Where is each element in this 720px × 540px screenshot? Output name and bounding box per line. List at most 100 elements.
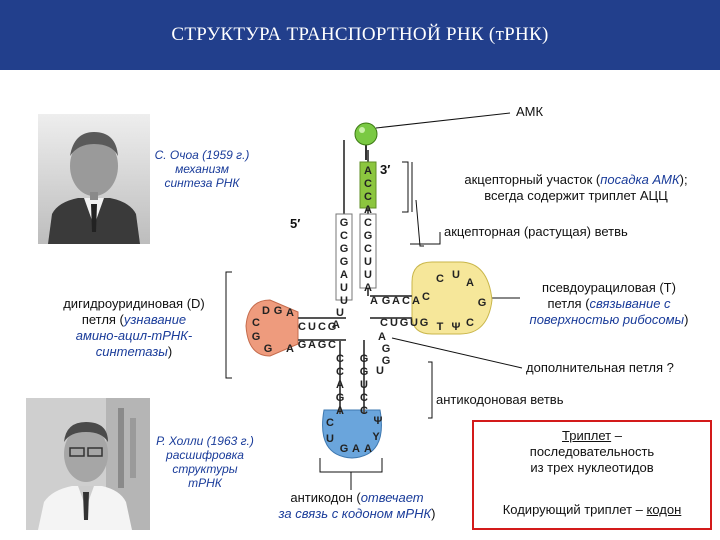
- codon-definition: Кодирующий триплет – кодон: [502, 502, 682, 517]
- nt-ex-3: G: [382, 355, 391, 367]
- nt-tl-7: T: [437, 321, 444, 333]
- nt-acl-5: A: [364, 443, 372, 455]
- ochoa-name: С. Очоа (1959 г.): [154, 148, 250, 162]
- nt-acl-1: C: [326, 417, 334, 429]
- nt-3-2: C: [364, 178, 372, 190]
- holley-name: Р. Холли (1963 г.): [156, 434, 254, 448]
- nt-ac-r-1: G: [360, 353, 369, 365]
- acceptor-site-label: акцепторный участок (посадка АМК); всегд…: [464, 172, 688, 203]
- anticodon-label: антикодон (отвечает за связь с кодоном м…: [278, 490, 436, 521]
- nt-dl-4: C: [252, 317, 260, 329]
- nt-dl-5: G: [252, 331, 261, 343]
- d-loop-label: дигидроуридиновая (D) петля (узнавание а…: [63, 296, 205, 359]
- nt-3-3: C: [364, 191, 372, 203]
- nt-t-top-5: C: [422, 291, 430, 303]
- nt-ac-r-3: U: [360, 379, 368, 391]
- ochoa-role-1: механизм: [175, 162, 229, 176]
- nt-acl-7: Ψ: [374, 415, 383, 427]
- holley-caption: Р. Холли (1963 г.) расшифровка структуры…: [140, 434, 270, 490]
- nt-ex-2: G: [382, 343, 391, 355]
- nt-tl-6: Ψ: [452, 321, 461, 333]
- nt-d-top-2: U: [308, 321, 316, 333]
- holley-role-1: расшифровка: [166, 448, 244, 462]
- nt-t-bot-5: G: [420, 317, 429, 329]
- nt-ex-1: A: [378, 331, 386, 343]
- nt-tl-4: G: [478, 297, 487, 309]
- nt-d-top-4: G: [328, 321, 337, 333]
- nt-ac-r-2: G: [360, 366, 369, 378]
- nt-3-5: C: [364, 217, 372, 229]
- ochoa-role-2: синтеза РНК: [164, 176, 240, 190]
- anticodon-branch-label: антикодоновая ветвь: [436, 392, 564, 407]
- nt-acl-2: U: [326, 433, 334, 445]
- nt-ac-l-5: A: [336, 405, 344, 417]
- nt-t-bot-3: G: [400, 317, 409, 329]
- nt-d-top-3: C: [318, 321, 326, 333]
- end-3prime: 3′: [380, 162, 390, 177]
- nt-tl-2: U: [452, 269, 460, 281]
- nt-ac-l-2: C: [336, 366, 344, 378]
- nt-5-9: A: [332, 319, 340, 331]
- triplet-definition-box: Триплет – последовательность из трех нук…: [472, 420, 712, 530]
- nt-5-3: G: [340, 243, 349, 255]
- holley-role-3: тРНК: [188, 476, 222, 490]
- nt-acl-4: A: [352, 443, 360, 455]
- holley-role-2: структуры: [172, 462, 238, 476]
- nt-d-bot-3: G: [318, 339, 327, 351]
- nt-dl-2: G: [274, 305, 283, 317]
- nt-acl-3: G: [340, 443, 349, 455]
- header-bar: СТРУКТУРА ТРАНСПОРТНОЙ РНК (тРНК): [0, 0, 720, 70]
- nt-d-bot-4: C: [328, 339, 336, 351]
- nt-t-bot-2: U: [390, 317, 398, 329]
- nt-t-top-3: C: [402, 295, 410, 307]
- nt-ac-l-1: C: [336, 353, 344, 365]
- nt-ex-4: U: [376, 365, 384, 377]
- nt-d-bot-1: G: [298, 339, 307, 351]
- pseudo-loop-label: псевдоурациловая (Т) петля (связывание с…: [529, 280, 689, 327]
- extra-loop-label: дополнительная петля ?: [526, 360, 674, 375]
- nt-5-7: U: [340, 295, 348, 307]
- nt-d-top-1: C: [298, 321, 306, 333]
- amk-label: АМК: [516, 104, 544, 119]
- triplet-definition: Триплет – последовательность из трех нук…: [529, 428, 655, 475]
- nt-3-8: U: [364, 256, 372, 268]
- nt-d-bot-2: A: [308, 339, 316, 351]
- nt-3-11: A: [370, 295, 378, 307]
- nt-t-bot-4: U: [410, 317, 418, 329]
- nt-dl-1: A: [286, 307, 294, 319]
- nt-tl-5: C: [466, 317, 474, 329]
- end-5prime: 5′: [290, 216, 300, 231]
- nt-5-6: U: [340, 282, 348, 294]
- nt-5-8: U: [336, 307, 344, 319]
- nt-acl-6: Y: [372, 431, 380, 443]
- nt-5-5: A: [340, 269, 348, 281]
- nt-tl-3: A: [466, 277, 474, 289]
- nt-5-1: G: [340, 217, 349, 229]
- ochoa-photo: [38, 114, 150, 244]
- nt-3-7: C: [364, 243, 372, 255]
- acceptor-branch-label: акцепторная (растущая) ветвь: [444, 224, 628, 239]
- nt-ac-r-5: C: [360, 405, 368, 417]
- nt-3-10: A: [364, 282, 372, 294]
- nt-3-4: A: [364, 204, 372, 216]
- ochoa-caption: С. Очоа (1959 г.) механизм синтеза РНК: [140, 148, 264, 190]
- nt-t-top-1: G: [382, 295, 391, 307]
- nt-3-1: A: [364, 165, 372, 177]
- nt-t-top-4: A: [412, 295, 420, 307]
- nt-ac-r-4: C: [360, 392, 368, 404]
- nt-ac-l-4: G: [336, 392, 345, 404]
- nt-ac-l-3: A: [336, 379, 344, 391]
- nt-t-top-2: A: [392, 295, 400, 307]
- nt-5-2: C: [340, 230, 348, 242]
- page-title: СТРУКТУРА ТРАНСПОРТНОЙ РНК (тРНК): [171, 24, 549, 45]
- nt-5-4: G: [340, 256, 349, 268]
- nt-dl-6: G: [264, 343, 273, 355]
- nt-dl-7: A: [286, 343, 294, 355]
- nt-3-9: U: [364, 269, 372, 281]
- nt-tl-1: C: [436, 273, 444, 285]
- nt-t-bot-1: C: [380, 317, 388, 329]
- nt-3-6: G: [364, 230, 373, 242]
- nt-dl-3: D: [262, 305, 270, 317]
- holley-photo: [26, 398, 150, 530]
